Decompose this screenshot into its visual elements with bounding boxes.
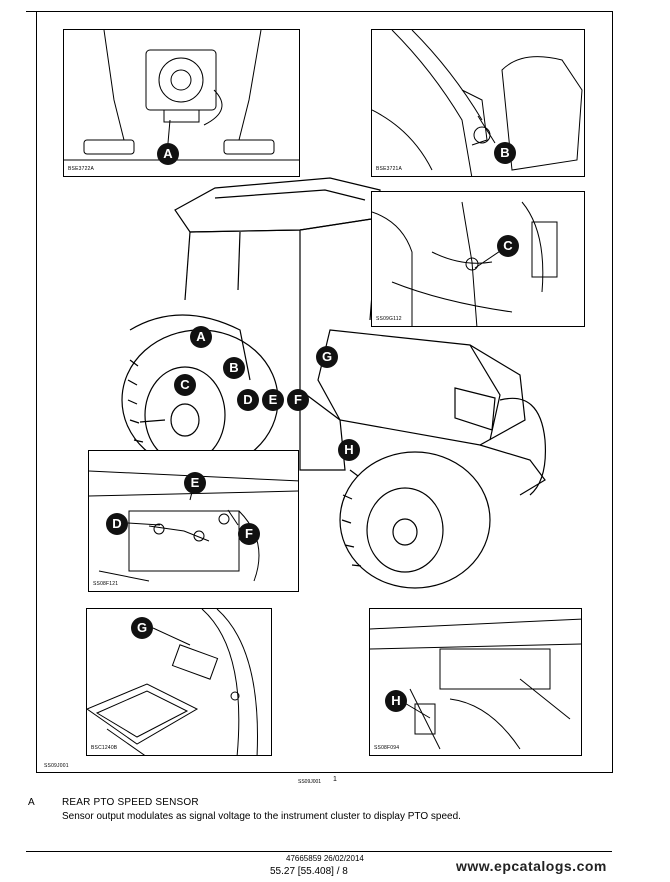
panel-code: SS09G112 bbox=[376, 316, 402, 322]
watermark-text: www.epcatalogs.com bbox=[456, 858, 607, 874]
callout-d-detail: D bbox=[106, 513, 128, 535]
callout-c-main: C bbox=[174, 374, 196, 396]
detail-panel-sensor-g: BSC1240B bbox=[86, 608, 272, 756]
legend-key: A bbox=[28, 797, 35, 808]
detail-panel-sensor-b: BSE3721A bbox=[371, 29, 585, 177]
figure-caption-code: SS09J001 bbox=[298, 779, 322, 785]
detail-panel-sensor-c: SS09G112 bbox=[371, 191, 585, 327]
detail-panel-sensor-h: SS08F094 bbox=[369, 608, 582, 756]
panel-code: BSE3722A bbox=[68, 166, 95, 172]
callout-b-detail: B bbox=[494, 142, 516, 164]
footer-doc-ref: 47665859 26/02/2014 bbox=[286, 854, 364, 863]
footer-rule bbox=[26, 851, 612, 852]
callout-a-detail: A bbox=[157, 143, 179, 165]
figure-frame bbox=[36, 11, 613, 773]
panel-code: SS08F094 bbox=[374, 745, 400, 751]
legend-title: REAR PTO SPEED SENSOR bbox=[62, 797, 199, 808]
callout-a-main: A bbox=[190, 326, 212, 348]
callout-e-main: E bbox=[262, 389, 284, 411]
callout-e-detail: E bbox=[184, 472, 206, 494]
panel-code: BSE3721A bbox=[376, 166, 403, 172]
legend-description: Sensor output modulates as signal voltag… bbox=[62, 811, 461, 822]
callout-h-detail: H bbox=[385, 690, 407, 712]
figure-caption-number: 1 bbox=[333, 776, 337, 783]
callout-g-detail: G bbox=[131, 617, 153, 639]
callout-f-detail: F bbox=[238, 523, 260, 545]
footer-page-ref: 55.27 [55.408] / 8 bbox=[270, 866, 348, 877]
callout-g-main: G bbox=[316, 346, 338, 368]
panel-code: BSC1240B bbox=[91, 745, 118, 751]
callout-b-main: B bbox=[223, 357, 245, 379]
detail-panel-sensor-a: BSE3722A bbox=[63, 29, 300, 177]
callout-d-main: D bbox=[237, 389, 259, 411]
callout-c-detail: C bbox=[497, 235, 519, 257]
callout-h-main: H bbox=[338, 439, 360, 461]
callout-f-main: F bbox=[287, 389, 309, 411]
panel-code: SS08F121 bbox=[93, 581, 119, 587]
main-figure-code: SS09J001 bbox=[44, 763, 69, 769]
